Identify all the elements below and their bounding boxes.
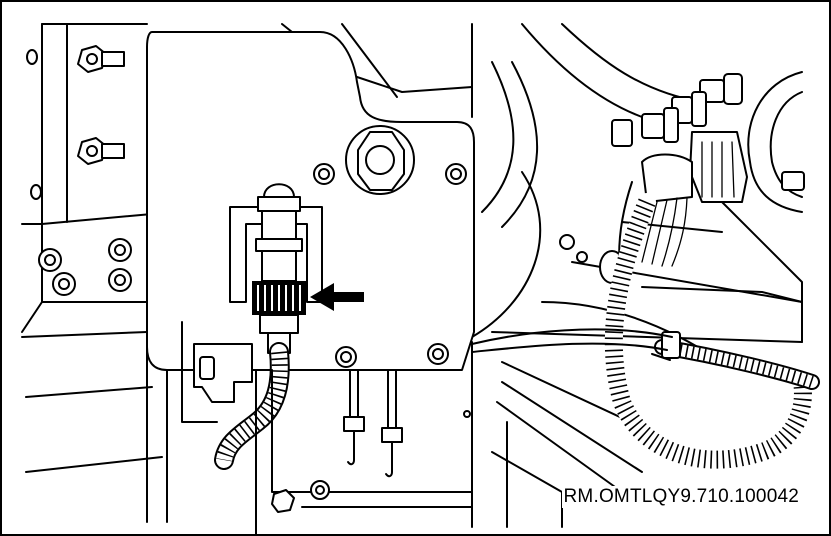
lower-component [181, 321, 253, 423]
callout-arrow [310, 283, 364, 311]
lower-structure [255, 369, 473, 534]
nut-cluster [38, 238, 132, 296]
sensor-bracket [229, 206, 323, 303]
sensor-connector-nut [252, 281, 306, 354]
hole [26, 49, 38, 65]
mounting-bracket [146, 31, 475, 371]
corrugated-harness-right [604, 193, 812, 469]
harness-connector [641, 131, 748, 203]
large-hex-bolt [345, 125, 415, 195]
flange-bolt [77, 137, 125, 165]
corrugated-harness-lower [654, 339, 820, 390]
left-frame-rail [21, 23, 168, 523]
figure-code: RM.OMTLQY9.710.100042 [561, 486, 801, 508]
thin-cables [471, 171, 673, 353]
hydraulic-lines [343, 369, 403, 478]
cable-clip [651, 331, 681, 361]
hole [30, 184, 42, 200]
bracket-bolt [313, 163, 467, 368]
corrugated-harness-left [214, 342, 290, 470]
speed-sensor [255, 183, 303, 282]
flange-bolt [77, 45, 125, 73]
